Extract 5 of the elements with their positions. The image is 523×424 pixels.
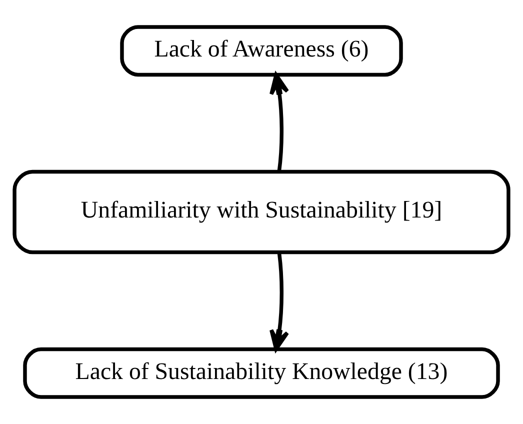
node-box: Unfamiliarity with Sustainability [19]	[12, 170, 510, 254]
arrow	[270, 252, 290, 351]
node-box: Lack of Awareness (6)	[120, 25, 403, 77]
arrow	[270, 73, 290, 172]
node-box: Lack of Sustainability Knowledge (13)	[23, 347, 500, 399]
